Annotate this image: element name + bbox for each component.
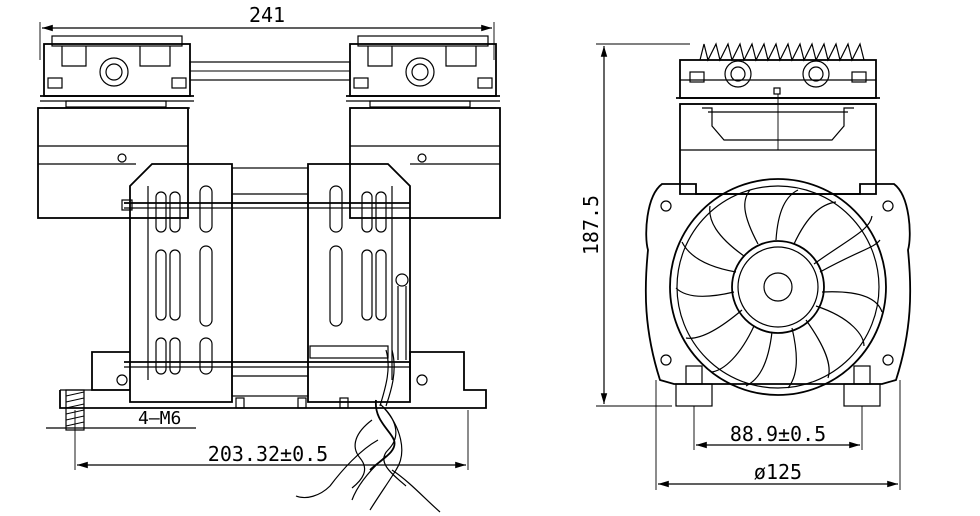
wire-harness xyxy=(295,349,441,513)
left-cylinder-body xyxy=(37,107,189,219)
dimension-bolt-spacing: 203.32±0.5 xyxy=(74,410,469,470)
right-cylinder-body xyxy=(349,107,501,219)
base-plate xyxy=(59,351,487,409)
left-cylinder-head xyxy=(40,35,194,109)
side-view: 187.5 xyxy=(579,42,912,490)
side-feet xyxy=(675,365,881,450)
overall-width-label: 241 xyxy=(249,3,285,27)
dimension-overall-width: 241 xyxy=(39,3,495,60)
fan-shroud xyxy=(644,183,912,385)
crankcase-left-plate xyxy=(129,163,233,403)
dimension-height: 187.5 xyxy=(579,43,690,407)
cooling-fan xyxy=(669,178,887,396)
front-view: 241 xyxy=(37,3,501,513)
dimension-fan-diameter: ø125 xyxy=(655,380,901,490)
bolt-spec-label: 4—M6 xyxy=(138,408,181,429)
dimension-mount-spacing: 88.9±0.5 xyxy=(696,422,860,449)
bolt-spacing-label: 203.32±0.5 xyxy=(208,442,328,466)
height-label: 187.5 xyxy=(579,195,603,255)
fan-diameter-label: ø125 xyxy=(754,460,802,484)
right-cylinder-head xyxy=(346,35,500,109)
cooling-fins xyxy=(699,42,865,62)
mount-spacing-label: 88.9±0.5 xyxy=(730,422,826,446)
